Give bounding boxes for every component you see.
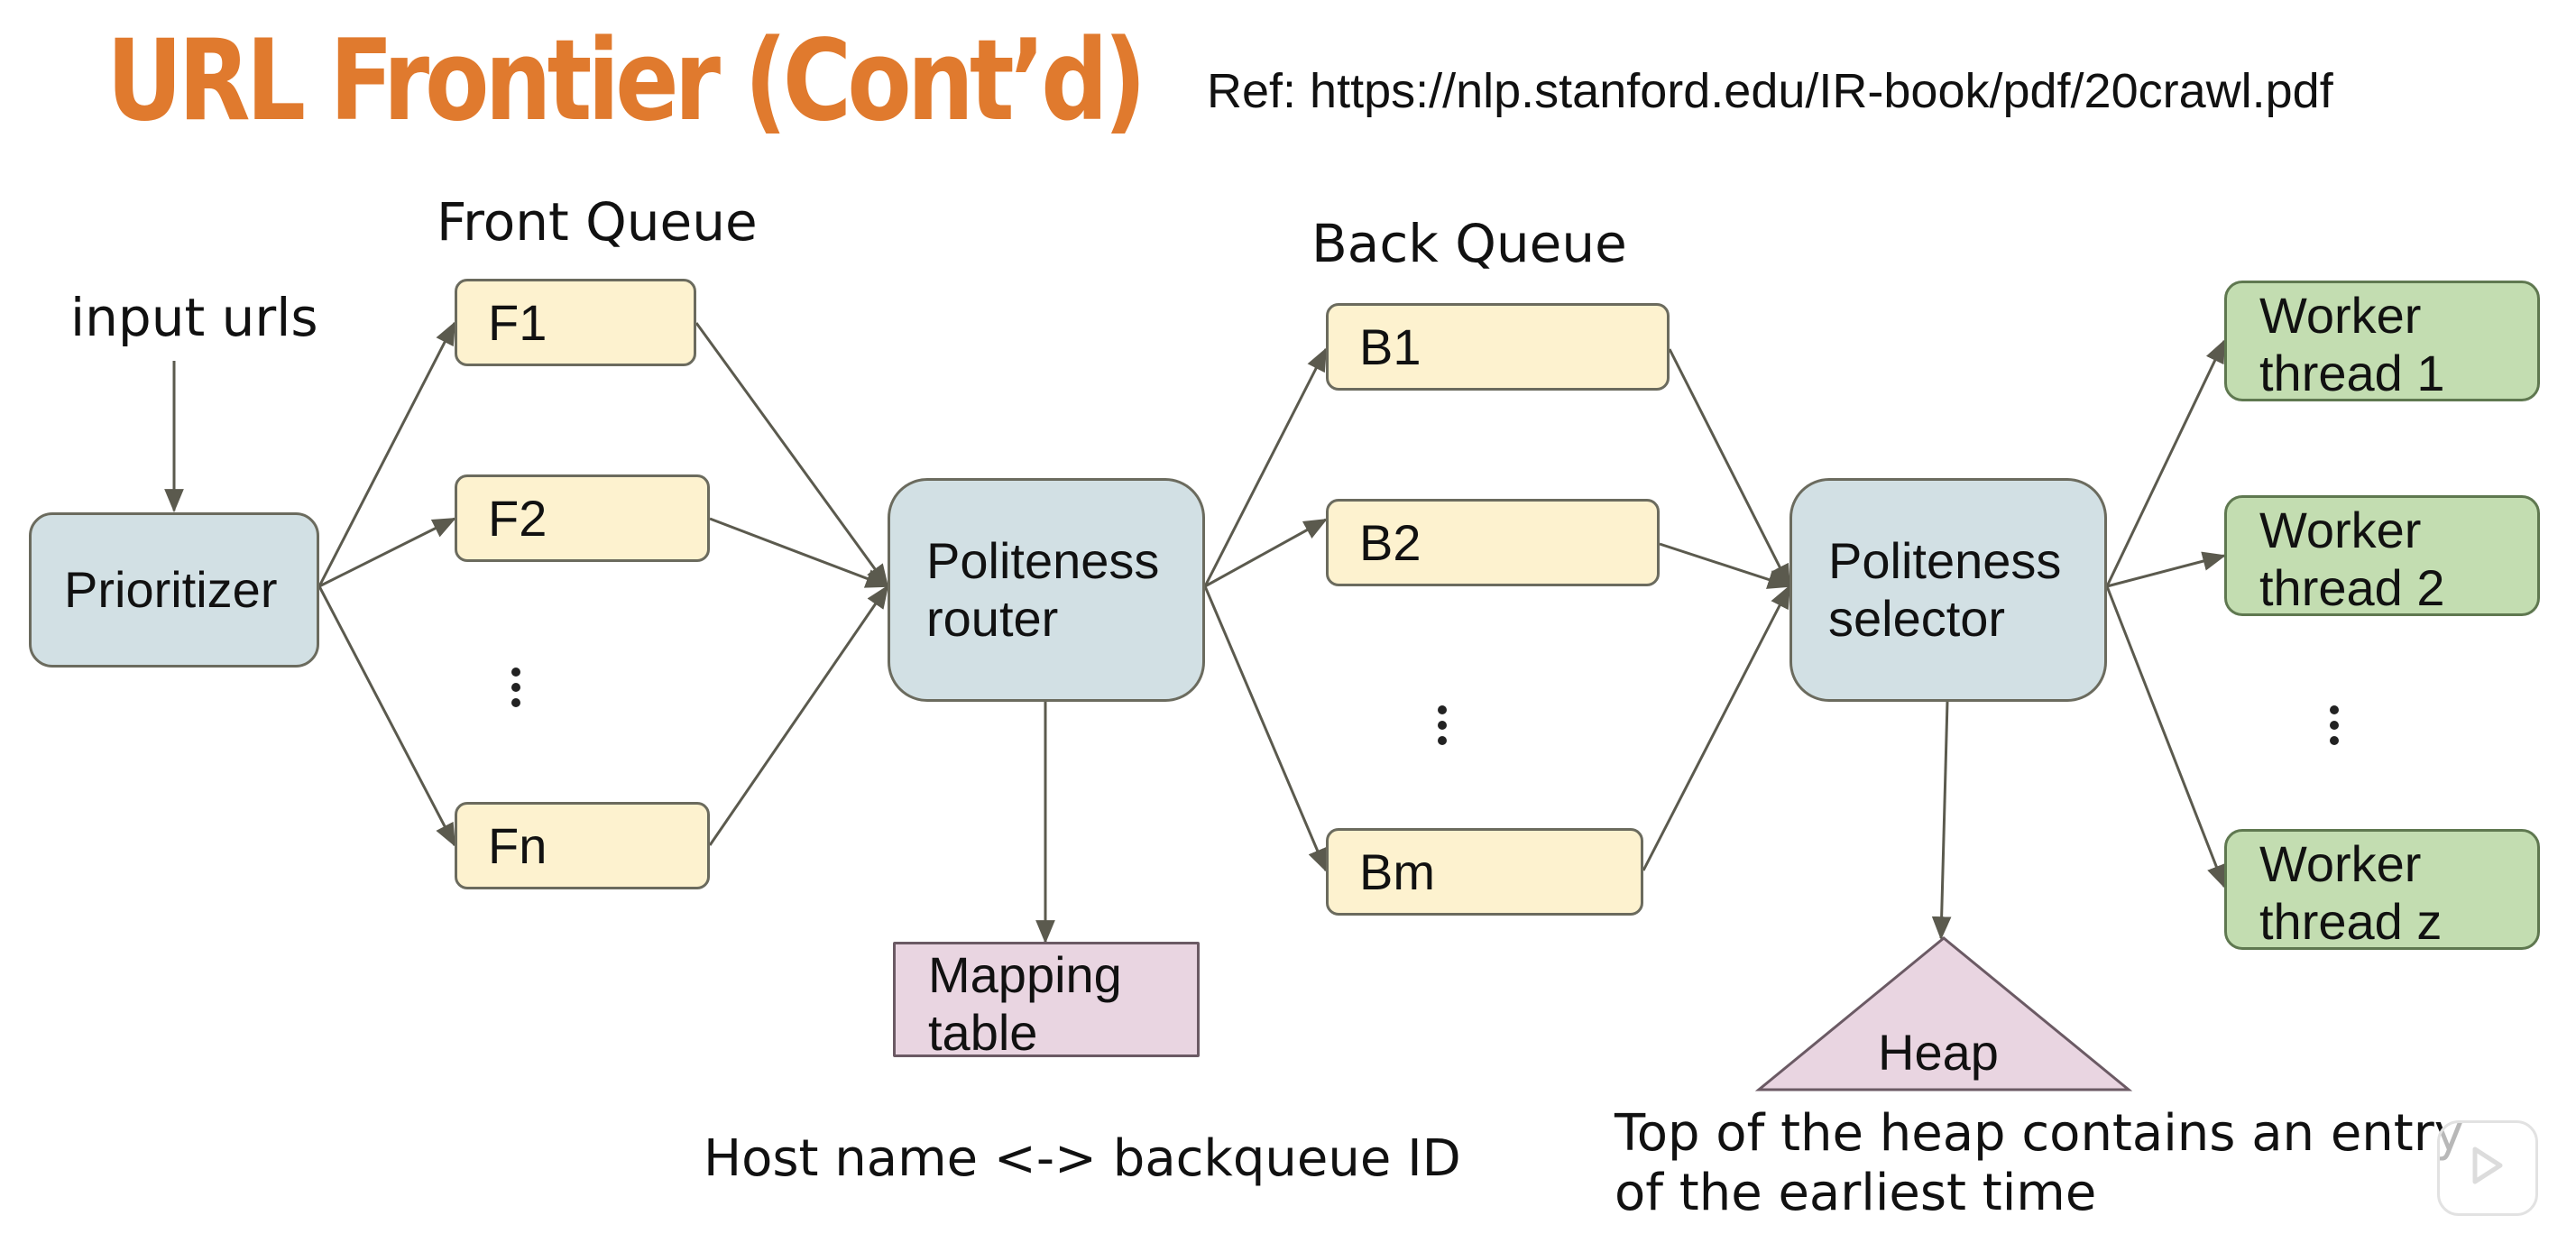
worker-1-line1: Worker bbox=[2259, 287, 2422, 344]
arrow-fn-router bbox=[708, 585, 889, 846]
ellipsis-vertical-icon bbox=[2330, 705, 2341, 751]
bm-label: Bm bbox=[1359, 843, 1435, 900]
worker-thread-1: Worker thread 1 bbox=[2224, 281, 2540, 401]
host-mapping-note: Host name <-> backqueue ID bbox=[704, 1129, 1461, 1188]
arrow-selector-heap bbox=[1931, 701, 1952, 941]
politeness-router-node: Politeness router bbox=[888, 478, 1205, 702]
front-queue-fn: Fn bbox=[455, 802, 710, 889]
front-queue-f2: F2 bbox=[455, 474, 710, 562]
back-queue-bm: Bm bbox=[1326, 828, 1643, 916]
arrow-bm-selector bbox=[1642, 585, 1791, 871]
worker-z-line2: thread z bbox=[2259, 893, 2443, 950]
arrow-f2-router bbox=[709, 517, 890, 588]
mapping-table-line1: Mapping bbox=[928, 946, 1122, 1003]
worker-thread-2: Worker thread 2 bbox=[2224, 495, 2540, 616]
input-urls-label: input urls bbox=[70, 287, 318, 348]
worker-z-line1: Worker bbox=[2259, 835, 2422, 892]
heap-note-line1: Top of the heap contains an entry bbox=[1615, 1104, 2464, 1163]
worker-2-line1: Worker bbox=[2259, 502, 2422, 558]
heap-note: Top of the heap contains an entry of the… bbox=[1615, 1104, 2464, 1223]
front-queue-f1: F1 bbox=[455, 279, 696, 366]
politeness-selector-node: Politeness selector bbox=[1789, 478, 2107, 702]
f2-label: F2 bbox=[488, 489, 547, 547]
ellipsis-vertical-icon bbox=[1438, 705, 1449, 751]
worker-thread-z: Worker thread z bbox=[2224, 829, 2540, 950]
heap-triangle bbox=[1754, 936, 2133, 1091]
politeness-router-line1: Politeness bbox=[926, 532, 1160, 589]
prioritizer-node: Prioritizer bbox=[29, 512, 319, 668]
arrow-selector-workerz bbox=[2105, 585, 2226, 889]
play-icon bbox=[2472, 1147, 2503, 1184]
page-title: URL Frontier (Cont’d) bbox=[106, 16, 1146, 146]
arrow-selector-worker1 bbox=[2105, 339, 2226, 587]
arrow-router-bm bbox=[1203, 585, 1328, 872]
arrow-prioritizer-f1 bbox=[317, 321, 456, 587]
politeness-router-line2: router bbox=[926, 590, 1059, 647]
back-queue-label: Back Queue bbox=[1311, 213, 1627, 274]
b1-label: B1 bbox=[1359, 318, 1421, 375]
arrow-selector-worker2 bbox=[2106, 551, 2227, 588]
fn-label: Fn bbox=[488, 816, 547, 874]
politeness-selector-line1: Politeness bbox=[1828, 532, 2062, 589]
front-queue-label: Front Queue bbox=[437, 191, 758, 253]
arrow-prioritizer-f2 bbox=[318, 517, 456, 588]
back-queue-b2: B2 bbox=[1326, 499, 1660, 586]
worker-2-line2: thread 2 bbox=[2259, 559, 2445, 616]
ellipsis-vertical-icon bbox=[511, 668, 522, 714]
arrow-prioritizer-fn bbox=[317, 585, 456, 847]
play-button[interactable] bbox=[2437, 1120, 2538, 1216]
b2-label: B2 bbox=[1359, 513, 1421, 571]
heap-label: Heap bbox=[1878, 1024, 1999, 1081]
back-queue-b1: B1 bbox=[1326, 303, 1670, 391]
worker-1-line2: thread 1 bbox=[2259, 345, 2445, 401]
mapping-table-node: Mapping table bbox=[893, 942, 1200, 1061]
politeness-selector-line2: selector bbox=[1828, 590, 2006, 647]
arrow-f1-router bbox=[695, 322, 889, 588]
arrow-router-b2 bbox=[1204, 518, 1328, 588]
f1-label: F1 bbox=[488, 293, 547, 351]
arrow-router-b1 bbox=[1203, 347, 1328, 587]
heap-note-line2: of the earliest time bbox=[1615, 1164, 2097, 1222]
arrow-b2-selector bbox=[1659, 542, 1792, 589]
prioritizer-label: Prioritizer bbox=[64, 561, 278, 618]
mapping-table-line2: table bbox=[928, 1004, 1038, 1061]
arrow-b1-selector bbox=[1668, 348, 1791, 588]
reference-link[interactable]: Ref: https://nlp.stanford.edu/IR-book/pd… bbox=[1207, 64, 2333, 118]
